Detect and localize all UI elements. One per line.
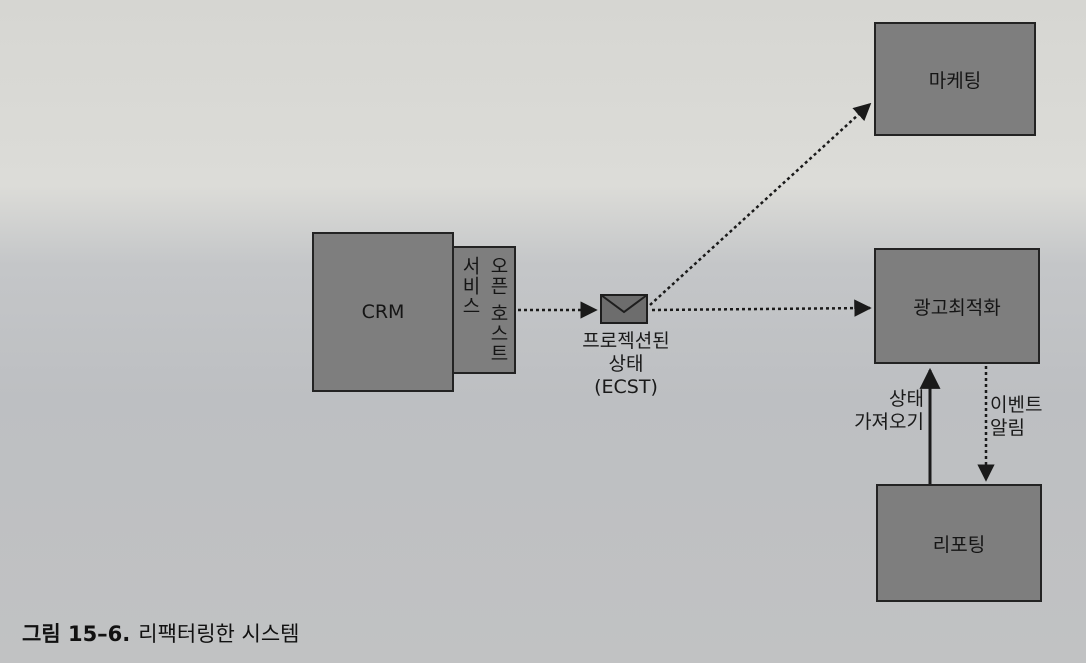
figure-title: 리팩터링한 시스템 <box>138 622 300 646</box>
figure-caption: 그림 15–6. 리팩터링한 시스템 <box>22 618 300 648</box>
marketing-label: 마케팅 <box>928 69 982 92</box>
ecst-label: 프로젝션된 상태 (ECST) <box>582 330 670 398</box>
edge-envelope-to-adopt <box>651 299 872 317</box>
ad-optimization-label: 광고최적화 <box>913 296 1001 319</box>
figure-number: 그림 15–6. <box>22 622 131 646</box>
marketing-box: 마케팅 <box>874 22 1036 136</box>
open-host-service-box: 오픈 호스트 서비스 <box>452 246 516 374</box>
envelope-icon <box>600 294 648 324</box>
reporting-label: 리포팅 <box>932 533 986 556</box>
fetch-state-label: 상태 가져오기 <box>854 388 924 433</box>
open-host-service-label: 오픈 호스트 서비스 <box>459 256 509 364</box>
crm-label: CRM <box>361 301 405 323</box>
edge-envelope-to-marketing <box>649 102 872 306</box>
ad-optimization-box: 광고최적화 <box>874 248 1040 364</box>
reporting-box: 리포팅 <box>876 484 1042 602</box>
crm-box: CRM <box>312 232 454 392</box>
event-notification-label: 이벤트 알림 <box>990 394 1043 439</box>
